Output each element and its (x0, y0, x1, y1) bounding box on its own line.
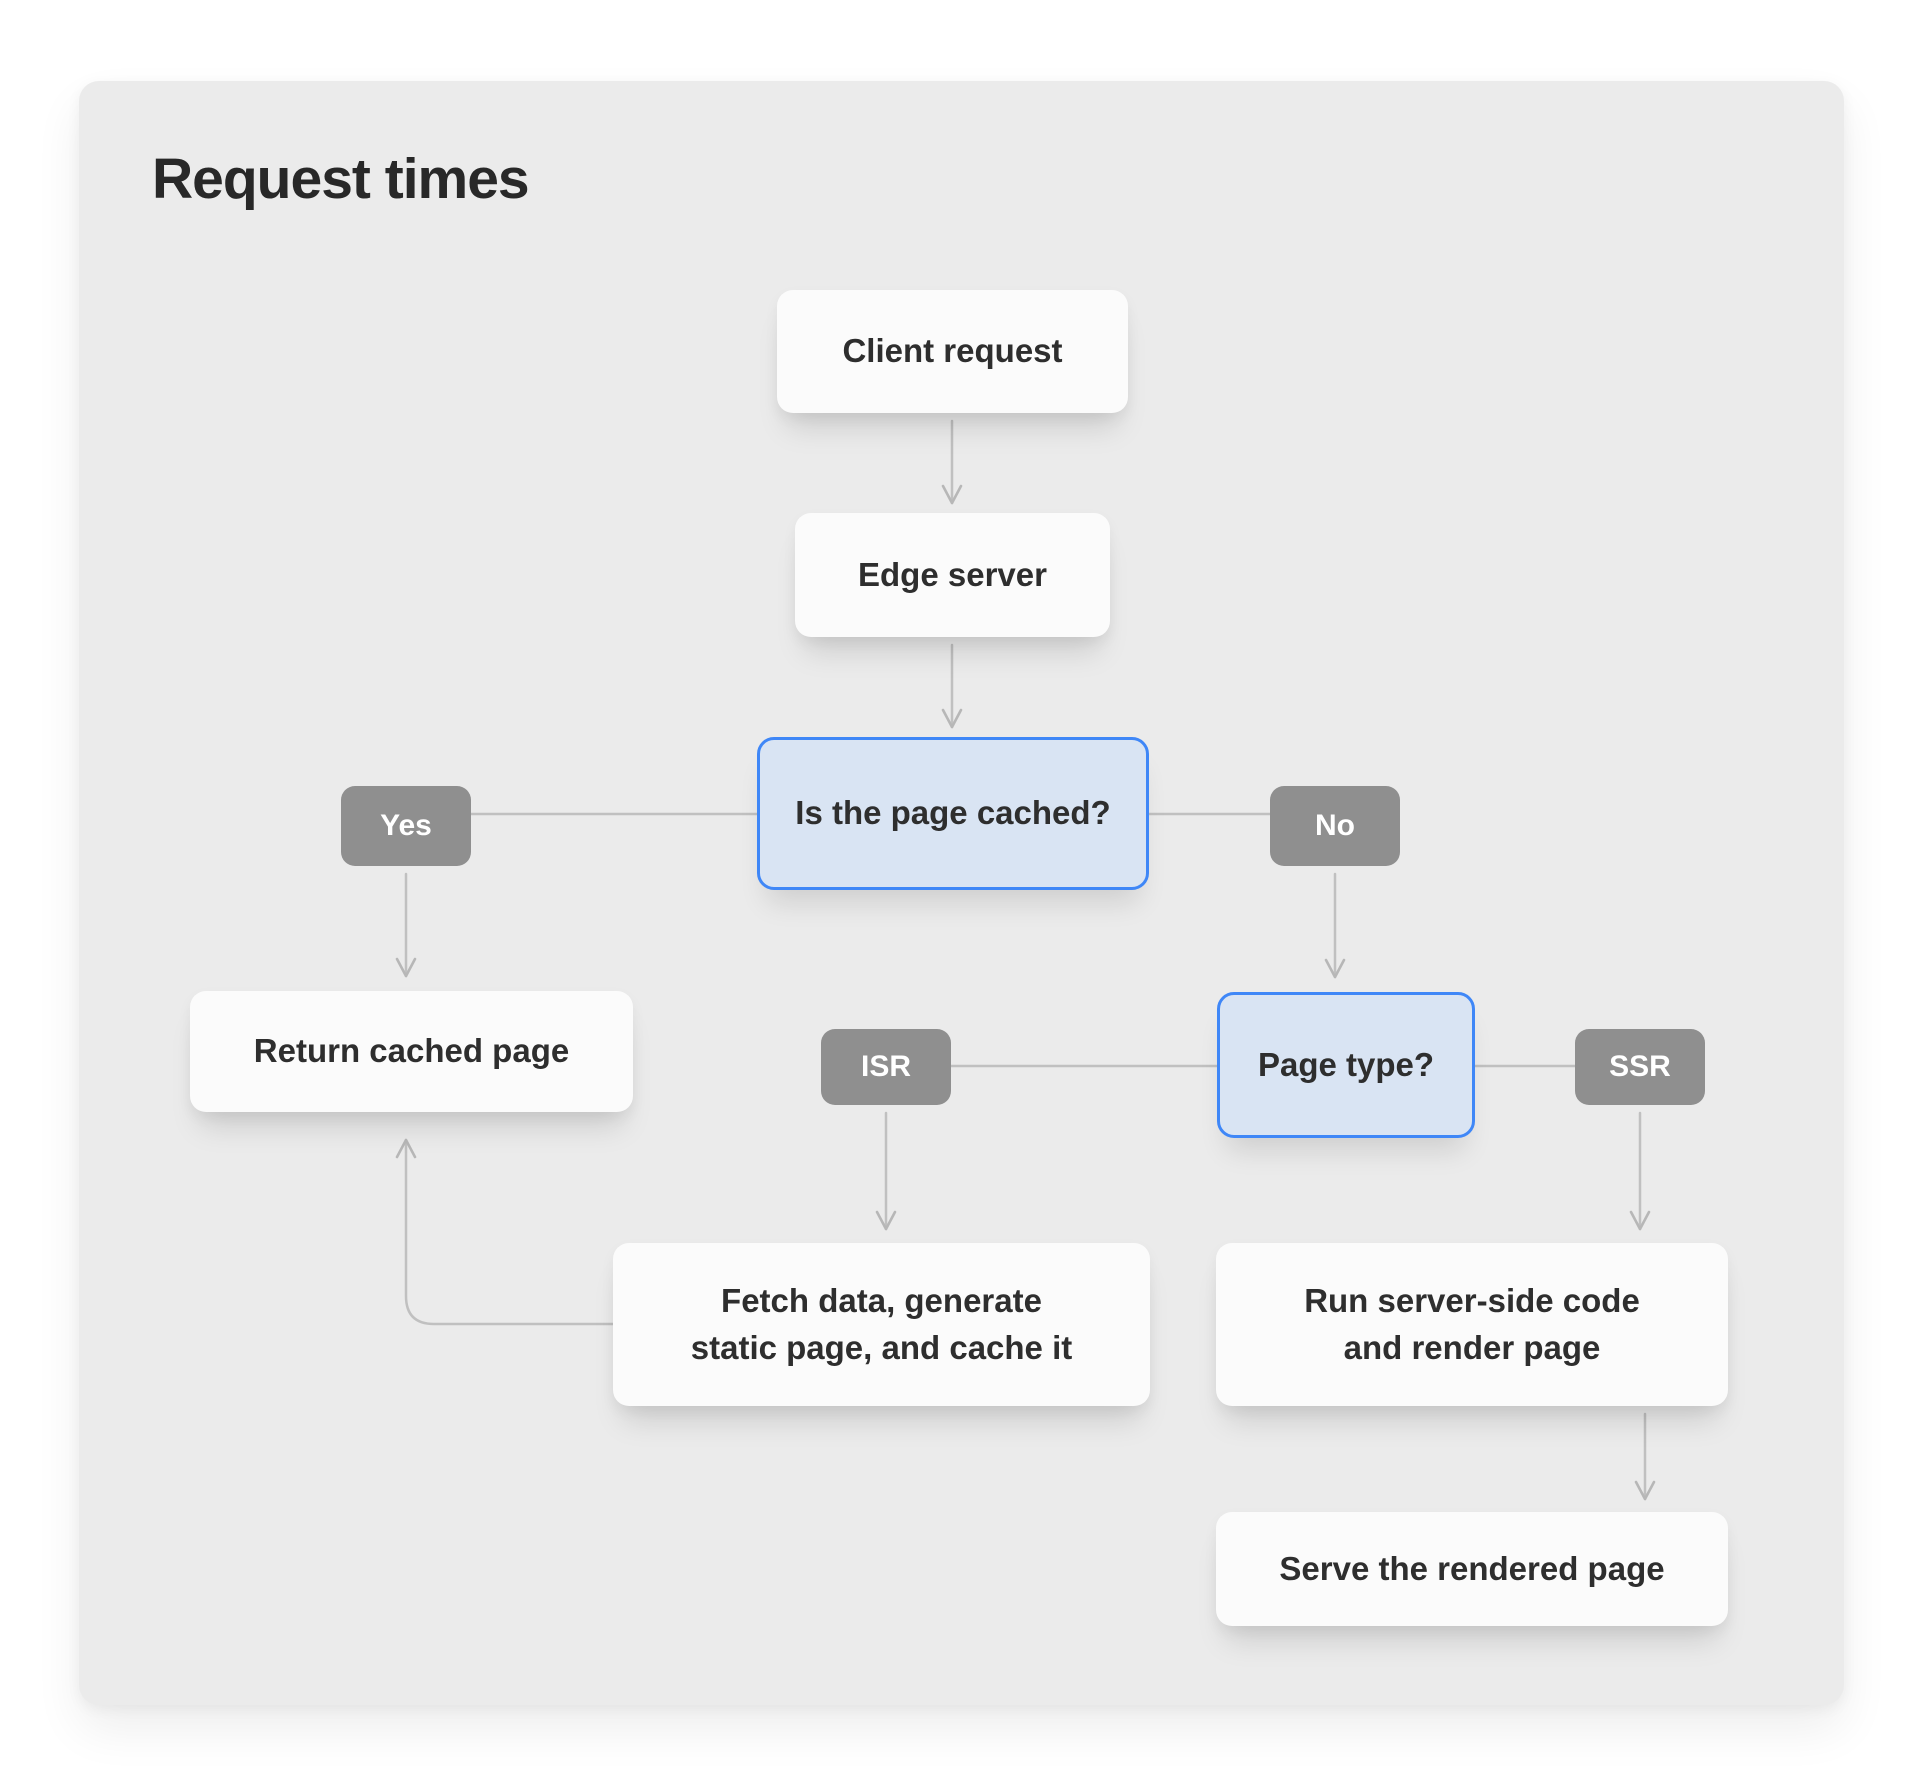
node-fetch-generate-cache: Fetch data, generate static page, and ca… (613, 1243, 1150, 1406)
node-edge-server: Edge server (795, 513, 1110, 637)
node-return-cached-page: Return cached page (190, 991, 633, 1112)
label-ssr: SSR (1575, 1029, 1705, 1105)
label-isr: ISR (821, 1029, 951, 1105)
arrow-fetch-to-return (395, 1138, 615, 1326)
node-client-request: Client request (777, 290, 1128, 413)
node-is-page-cached: Is the page cached? (757, 737, 1149, 890)
node-page-type: Page type? (1217, 992, 1475, 1138)
label-yes: Yes (341, 786, 471, 866)
node-run-server-side-code: Run server-side code and render page (1216, 1243, 1728, 1406)
label-no: No (1270, 786, 1400, 866)
diagram-title: Request times (152, 147, 530, 211)
node-serve-rendered-page: Serve the rendered page (1216, 1512, 1728, 1626)
